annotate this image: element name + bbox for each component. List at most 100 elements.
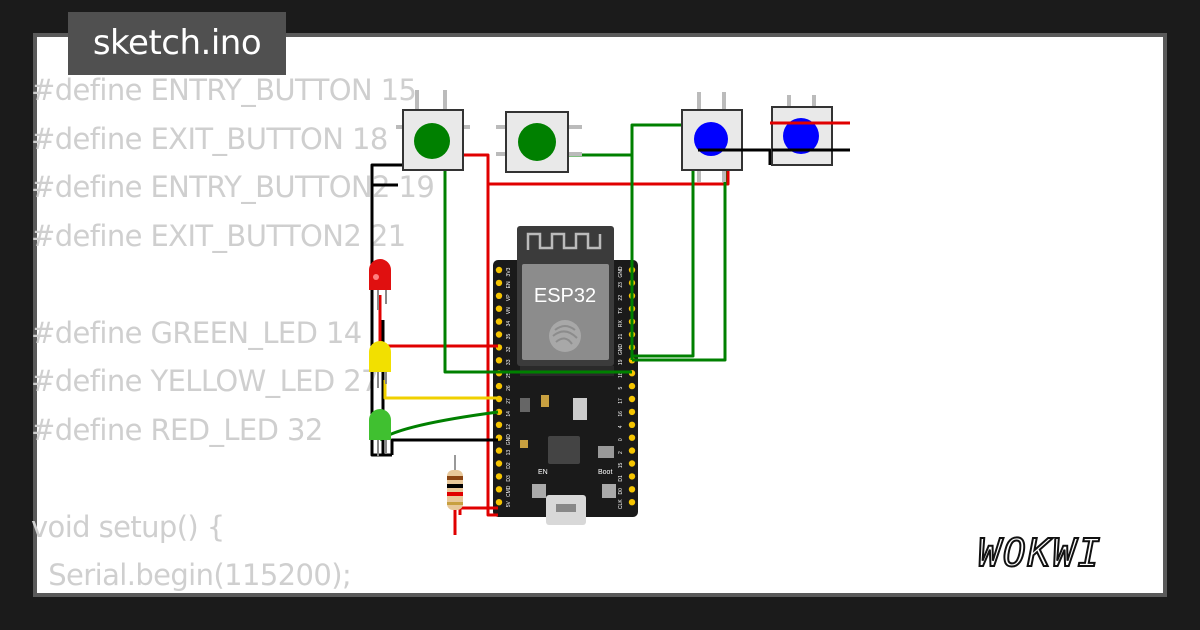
pin-d0[interactable] (628, 486, 636, 493)
code-line: #define GREEN_LED 14 (31, 315, 362, 350)
pin-label: 26 (506, 385, 512, 391)
pin-clk[interactable] (628, 499, 636, 506)
pin-label: 5 (618, 386, 624, 389)
pin-label: CMD (506, 485, 512, 497)
pushbutton-green-2[interactable] (496, 111, 582, 173)
en-button[interactable] (532, 484, 546, 498)
espressif-logo-icon (549, 320, 581, 352)
led-green[interactable] (369, 409, 391, 456)
antenna-icon (526, 232, 602, 250)
pin-label: GND (506, 434, 512, 446)
pushbutton-blue-1[interactable] (681, 92, 743, 182)
pin-label: 2 (618, 451, 624, 454)
pin-34[interactable] (495, 318, 503, 325)
wire-black (390, 438, 498, 455)
wire-green (632, 155, 695, 358)
code-line: void setup() { (31, 509, 225, 544)
pin-label: 3V3 (506, 267, 512, 276)
pin-label: 25 (506, 372, 512, 378)
pin-label: 23 (618, 282, 624, 288)
led-yellow[interactable] (369, 341, 391, 388)
pin-label: RX (618, 319, 624, 327)
button-cap-green (414, 123, 450, 159)
wire-yellow (383, 380, 498, 400)
code-line: #define EXIT_BUTTON2 21 (31, 218, 406, 253)
pin-16[interactable] (628, 408, 636, 416)
wire-green (379, 410, 499, 442)
pin-label: GND (618, 266, 624, 278)
pin-label: VP (506, 294, 512, 301)
esp32-shield (522, 264, 609, 360)
pin-label: 33 (506, 359, 512, 365)
pin-label: 21 (618, 334, 624, 340)
pushbutton-green-1[interactable] (396, 90, 470, 171)
boot-label: Boot (598, 469, 612, 476)
code-line: #define ENTRY_BUTTON2 19 (31, 170, 435, 204)
pin-label: D1 (618, 475, 624, 482)
pin-cmd[interactable] (495, 486, 503, 493)
file-tab[interactable]: sketch.ino (68, 12, 286, 75)
pin-label: 34 (506, 321, 512, 327)
esp32-board[interactable]: ESP32 EN Boot 3V3ENVPVN34353233252627141… (493, 226, 638, 525)
boot-button[interactable] (602, 484, 616, 498)
pushbutton-blue-2[interactable] (771, 95, 833, 166)
pin-label: 16 (618, 411, 624, 417)
code-line: #define ENTRY_BUTTON 15 (31, 73, 417, 107)
pin-label: 13 (506, 450, 512, 456)
wire-green (568, 123, 690, 157)
code-line: #define RED_LED 32 (31, 412, 323, 447)
wire-green (632, 110, 727, 362)
pin-label: 5V (506, 500, 512, 507)
pin-label: 17 (618, 398, 624, 404)
pin-label: 0 (618, 438, 624, 441)
pin-label: CLK (618, 499, 624, 509)
pin-label: 15 (618, 463, 624, 469)
wokwi-logo-text: WOKWI (978, 531, 1102, 575)
pin-4[interactable] (628, 421, 636, 428)
pin-label: 22 (618, 295, 624, 301)
pin-label: 12 (506, 424, 512, 430)
pin-d1[interactable] (628, 473, 636, 480)
pin-vp[interactable] (495, 292, 503, 299)
code-preview: #define ENTRY_BUTTON 15 #define EXIT_BUTT… (31, 66, 435, 600)
code-line: #define YELLOW_LED 27 (31, 364, 380, 398)
pin-label: D2 (506, 462, 512, 469)
pin-label: 19 (618, 359, 624, 365)
pin-2[interactable] (628, 447, 636, 454)
pin-d2[interactable] (495, 460, 503, 467)
pin-0[interactable] (628, 434, 636, 441)
left-pin-header: 3V3ENVPVN343532332526271412GND13D2D3CMD5… (495, 266, 512, 507)
pin-label: 4 (618, 425, 624, 428)
pin-label: TX (618, 307, 624, 314)
pin-17[interactable] (628, 395, 636, 403)
wire-red (488, 165, 730, 186)
pin-15[interactable] (628, 460, 636, 467)
pin-12[interactable] (495, 421, 503, 428)
pin-5[interactable] (628, 382, 636, 390)
pin-label: 27 (506, 398, 512, 404)
code-line: Serial.begin(115200); (31, 558, 352, 592)
pin-label: D3 (506, 475, 512, 482)
led-red[interactable] (369, 259, 391, 310)
pin-26[interactable] (495, 382, 503, 390)
pin-d3[interactable] (495, 473, 503, 480)
resistor[interactable] (447, 455, 463, 510)
pin-vn[interactable] (495, 305, 503, 312)
pin-5v[interactable] (495, 499, 503, 506)
button-cap-green (518, 123, 556, 161)
wire-red (430, 153, 498, 517)
pin-label: D0 (618, 488, 624, 495)
pin-label: EN (506, 281, 512, 288)
en-label: EN (538, 469, 548, 476)
pin-3v3[interactable] (495, 266, 503, 274)
pin-label: 18 (618, 372, 624, 378)
code-line: #define EXIT_BUTTON 18 (31, 121, 388, 156)
pin-33[interactable] (495, 357, 503, 364)
pin-en[interactable] (495, 279, 503, 287)
button-cap-blue (783, 118, 819, 154)
pin-13[interactable] (495, 447, 503, 454)
chip-label: ESP32 (534, 285, 596, 307)
pin-label: 32 (506, 346, 512, 352)
pin-35[interactable] (495, 331, 503, 338)
